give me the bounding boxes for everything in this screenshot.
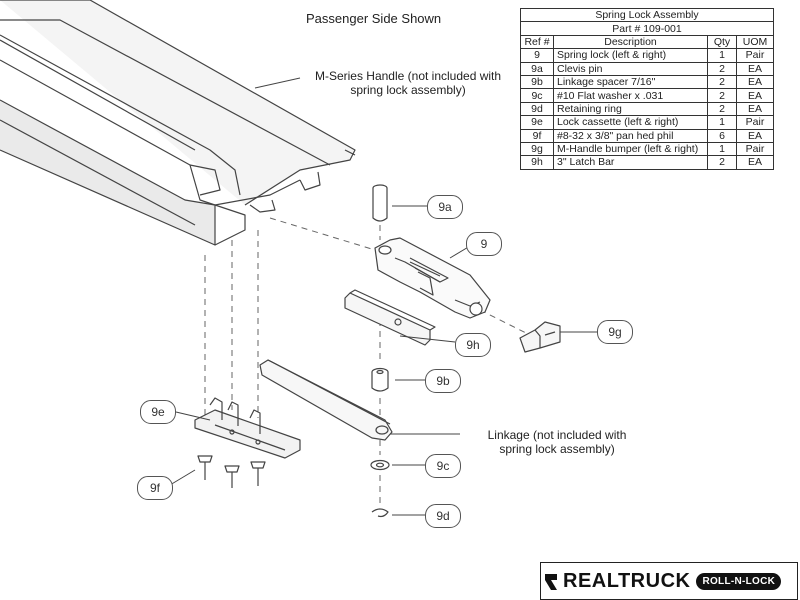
cell-qty: 6 xyxy=(707,128,737,143)
brand-name: REALTRUCK xyxy=(563,569,691,592)
cell-description: Clevis pin xyxy=(553,61,708,76)
product-badge: ROLL-N-LOCK xyxy=(696,572,782,590)
callout-9d: 9d xyxy=(425,504,461,528)
cell-description: Linkage spacer 7/16" xyxy=(553,74,708,90)
cell-uom: EA xyxy=(736,155,774,170)
cell-uom: EA xyxy=(736,128,774,143)
flat-washer-drawing xyxy=(370,459,390,471)
cell-qty: 2 xyxy=(707,61,737,76)
parts-table-part-number: Part # 109-001 xyxy=(520,21,774,36)
screws-drawing xyxy=(197,455,266,488)
m-series-handle-drawing xyxy=(0,0,356,246)
linkage-label: Linkage (not included with spring lock a… xyxy=(462,428,652,456)
table-row: 9c #10 Flat washer x .031 2 EA xyxy=(520,88,774,103)
latch-bar-drawing xyxy=(344,289,436,346)
col-qty: Qty xyxy=(707,34,737,50)
table-row: 9a Clevis pin 2 EA xyxy=(520,61,774,76)
cell-ref: 9 xyxy=(520,48,554,63)
cell-ref: 9d xyxy=(520,101,554,117)
view-note: Passenger Side Shown xyxy=(306,11,442,26)
linkage-drawing xyxy=(259,359,393,441)
col-uom: UOM xyxy=(736,34,774,50)
cell-qty: 1 xyxy=(707,48,737,63)
callout-9g: 9g xyxy=(597,320,633,344)
cell-description: Spring lock (left & right) xyxy=(553,48,708,63)
table-row: 9d Retaining ring 2 EA xyxy=(520,101,774,117)
callout-9f: 9f xyxy=(137,476,173,500)
linkage-spacer-drawing xyxy=(371,367,389,392)
handle-label-line1: M-Series Handle (not included with xyxy=(314,69,502,83)
callout-9: 9 xyxy=(466,232,502,256)
cell-description: M-Handle bumper (left & right) xyxy=(553,141,708,157)
cell-qty: 2 xyxy=(707,74,737,90)
callout-9e: 9e xyxy=(140,400,176,424)
cell-uom: Pair xyxy=(736,48,774,63)
parts-table-header: Ref # Description Qty UOM xyxy=(520,34,774,50)
m-handle-bumper-drawing xyxy=(519,321,561,353)
table-row: 9e Lock cassette (left & right) 1 Pair xyxy=(520,115,774,130)
callout-9h: 9h xyxy=(455,333,491,357)
parts-table-title: Spring Lock Assembly xyxy=(520,7,774,23)
cell-ref: 9b xyxy=(520,74,554,90)
cell-qty: 2 xyxy=(707,155,737,170)
parts-table: Spring Lock Assembly Part # 109-001 Ref … xyxy=(520,7,774,170)
cell-ref: 9h xyxy=(520,155,554,170)
cell-description: Retaining ring xyxy=(553,101,708,117)
linkage-label-line2: spring lock assembly) xyxy=(499,442,615,456)
cell-qty: 1 xyxy=(707,115,737,130)
cell-qty: 1 xyxy=(707,141,737,157)
col-description: Description xyxy=(553,34,708,50)
realtruck-arrow-icon xyxy=(543,572,557,590)
handle-label-line2: spring lock assembly) xyxy=(350,83,466,97)
cell-description: #10 Flat washer x .031 xyxy=(553,88,708,103)
brand-logo: REALTRUCK ROLL-N-LOCK xyxy=(540,562,798,600)
cell-uom: Pair xyxy=(736,115,774,130)
cell-uom: EA xyxy=(736,101,774,117)
cell-ref: 9c xyxy=(520,88,554,103)
cell-description: #8-32 x 3/8" pan hed phil xyxy=(553,128,708,143)
table-row: 9h 3" Latch Bar 2 EA xyxy=(520,155,774,170)
cell-description: Lock cassette (left & right) xyxy=(553,115,708,130)
cell-uom: Pair xyxy=(736,141,774,157)
cell-ref: 9a xyxy=(520,61,554,76)
callout-9b: 9b xyxy=(425,369,461,393)
linkage-label-line1: Linkage (not included with xyxy=(487,428,627,442)
col-ref: Ref # xyxy=(520,34,554,50)
cell-uom: EA xyxy=(736,88,774,103)
cell-description: 3" Latch Bar xyxy=(553,155,708,170)
callout-9a: 9a xyxy=(427,195,463,219)
handle-label: M-Series Handle (not included with sprin… xyxy=(296,69,520,97)
cell-ref: 9e xyxy=(520,115,554,130)
cell-ref: 9f xyxy=(520,128,554,143)
spring-lock-drawing xyxy=(374,237,491,319)
table-row: 9 Spring lock (left & right) 1 Pair xyxy=(520,48,774,63)
cell-qty: 2 xyxy=(707,88,737,103)
retaining-ring-drawing xyxy=(371,508,389,518)
cell-ref: 9g xyxy=(520,141,554,157)
cell-qty: 2 xyxy=(707,101,737,117)
cell-uom: EA xyxy=(736,74,774,90)
table-row: 9b Linkage spacer 7/16" 2 EA xyxy=(520,74,774,90)
cell-uom: EA xyxy=(736,61,774,76)
table-row: 9g M-Handle bumper (left & right) 1 Pair xyxy=(520,141,774,157)
clevis-pin-drawing xyxy=(372,184,388,222)
table-row: 9f #8-32 x 3/8" pan hed phil 6 EA xyxy=(520,128,774,143)
lock-cassette-drawing xyxy=(194,397,301,459)
callout-9c: 9c xyxy=(425,454,461,478)
